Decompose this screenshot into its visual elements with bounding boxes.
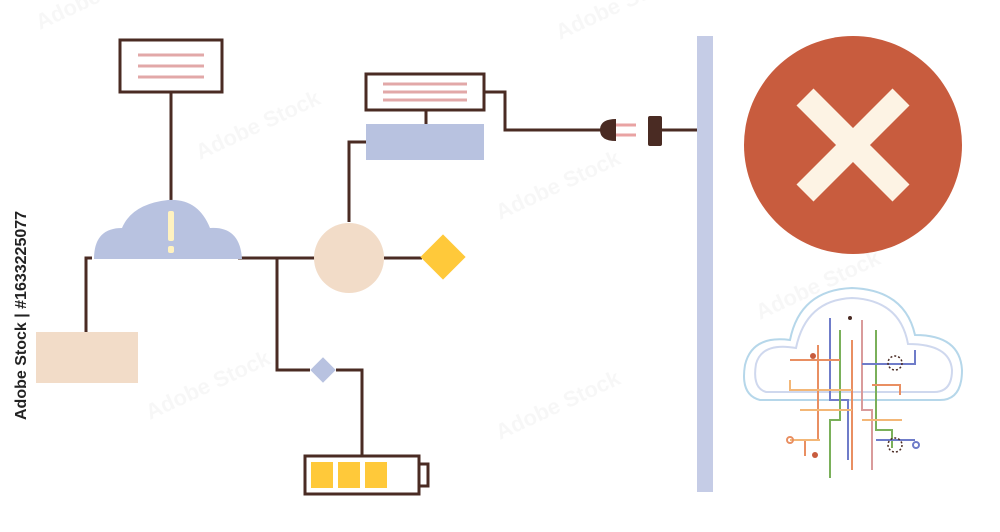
alert-note-icon — [118, 38, 224, 94]
data-block — [36, 332, 138, 383]
battery-cell — [365, 462, 387, 488]
power-socket-icon — [648, 116, 662, 146]
decision-diamond — [420, 234, 466, 280]
watermark-tile: Adobe Stock — [752, 245, 885, 325]
note-to-plug-line — [484, 90, 604, 132]
close-icon — [744, 36, 962, 254]
branch-to-battery-line — [275, 258, 364, 456]
stock-id-label: Adobe Stock | #1633225077 — [13, 210, 30, 420]
hub-node — [314, 223, 384, 293]
watermark-tile: Adobe Stock — [32, 0, 165, 35]
power-plug-icon — [600, 119, 636, 141]
watermark-tile: Adobe Stock — [492, 365, 625, 445]
cloud-circuit-icon — [743, 286, 964, 478]
battery-cell — [338, 462, 360, 488]
cloud-to-box-line — [84, 256, 92, 332]
note-icon — [364, 72, 486, 112]
watermark-tile: Adobe Stock — [492, 145, 625, 225]
wall-divider — [697, 36, 713, 492]
hub-to-blue-box-line — [347, 140, 366, 222]
cloud-alert-icon — [94, 199, 242, 259]
watermark-tile: Adobe Stock — [142, 345, 275, 425]
battery-cell — [311, 462, 333, 488]
connector-lines — [84, 90, 697, 456]
battery-icon — [303, 454, 430, 496]
watermark-tile: Adobe Stock — [552, 0, 685, 45]
watermark-tile: Adobe Stock — [192, 85, 325, 165]
server-block — [366, 124, 484, 160]
junction-diamond — [310, 357, 336, 383]
